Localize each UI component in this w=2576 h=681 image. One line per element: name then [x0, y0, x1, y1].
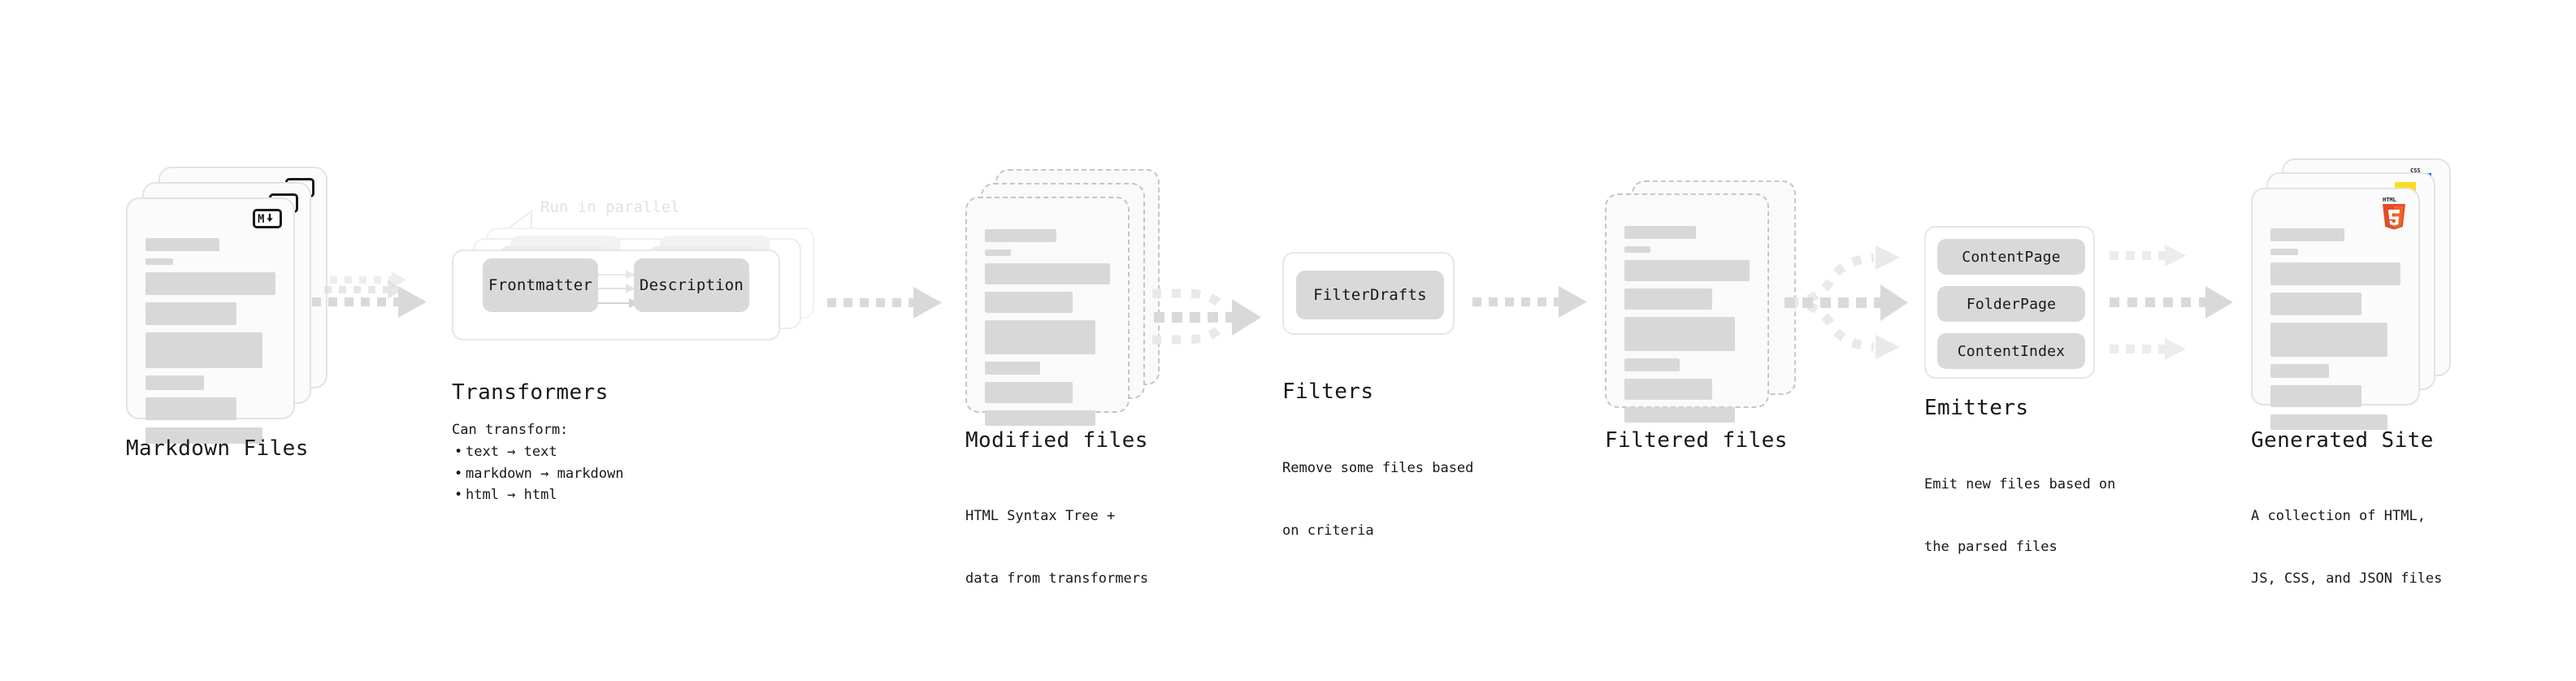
generated-site-desc-line-1: A collection of HTML, — [2251, 508, 2426, 524]
emitter-pill-contentpage[interactable]: ContentPage — [1937, 239, 2085, 275]
page-title-generated-site: Generated Site — [2251, 428, 2434, 453]
transformers-bullet-3: html → html — [454, 484, 623, 506]
page-title-filtered-files: Filtered files — [1605, 428, 1788, 453]
svg-text:CSS: CSS — [2410, 167, 2421, 174]
connector-transformers-to-modified — [827, 281, 957, 330]
page-title-transformers: Transformers — [452, 380, 609, 405]
html5-icon: HTML — [2379, 194, 2409, 233]
site-card-front: HTML — [2251, 188, 2420, 430]
emitter-pill-contentindex[interactable]: ContentIndex — [1937, 333, 2085, 369]
modified-files-desc-line-1: HTML Syntax Tree + — [965, 508, 1116, 524]
page-title-filters: Filters — [1282, 380, 1374, 404]
connector-filtered-to-emitters — [1785, 229, 1939, 375]
emitters-description: Emit new files based on the parsed files — [1924, 433, 2115, 599]
svg-text:M: M — [258, 213, 264, 224]
connector-emitters-to-site — [2110, 231, 2256, 377]
page-title-modified-files: Modified files — [965, 428, 1148, 453]
site-card-content — [2270, 228, 2400, 437]
transformers-bullet-1: text → text — [454, 441, 623, 463]
markdown-icon: M — [253, 209, 282, 228]
run-in-parallel-label: Run in parallel — [540, 198, 680, 216]
transformers-description: Can transform: text → text markdown → ma… — [452, 419, 624, 506]
page-title-markdown-files: Markdown Files — [126, 436, 309, 461]
modified-card-content — [985, 229, 1110, 433]
connector-filters-to-filtered — [1472, 280, 1602, 328]
connector-markdown-to-transformers — [307, 268, 449, 333]
filters-description: Remove some files based on criteria — [1282, 417, 1473, 583]
emitters-desc-line-1: Emit new files based on — [1924, 476, 2116, 492]
emitter-pill-folderpage[interactable]: FolderPage — [1937, 286, 2085, 322]
modified-card-front — [965, 197, 1130, 426]
markdown-card-front: M — [126, 197, 295, 444]
filtered-card-front — [1605, 193, 1769, 423]
generated-site-desc-line-2: JS, CSS, and JSON files — [2251, 570, 2443, 587]
emitters-box: ContentPage FolderPage ContentIndex — [1924, 226, 2095, 379]
transformer-pill-frontmatter[interactable]: Frontmatter — [483, 258, 598, 312]
page-title-emitters: Emitters — [1924, 396, 2029, 420]
filter-pill-filterdrafts[interactable]: FilterDrafts — [1296, 271, 1444, 319]
emitters-desc-line-2: the parsed files — [1924, 538, 2058, 555]
svg-text:HTML: HTML — [2383, 197, 2396, 203]
transformer-pill-description[interactable]: Description — [634, 258, 749, 312]
transformers-desc-head: Can transform: — [452, 422, 569, 438]
filters-box: FilterDrafts — [1282, 252, 1455, 335]
generated-site-description: A collection of HTML, JS, CSS, and JSON … — [2251, 465, 2442, 631]
modified-files-desc-line-2: data from transformers — [965, 570, 1149, 587]
connector-modified-to-filters — [1138, 258, 1284, 356]
filtered-card-content — [1624, 226, 1750, 430]
markdown-card-content — [145, 238, 275, 451]
filters-desc-line-2: on criteria — [1282, 522, 1374, 539]
filters-desc-line-1: Remove some files based — [1282, 460, 1474, 476]
transformers-bullet-2: markdown → markdown — [454, 463, 624, 485]
modified-files-description: HTML Syntax Tree + data from transformer… — [965, 465, 1148, 631]
